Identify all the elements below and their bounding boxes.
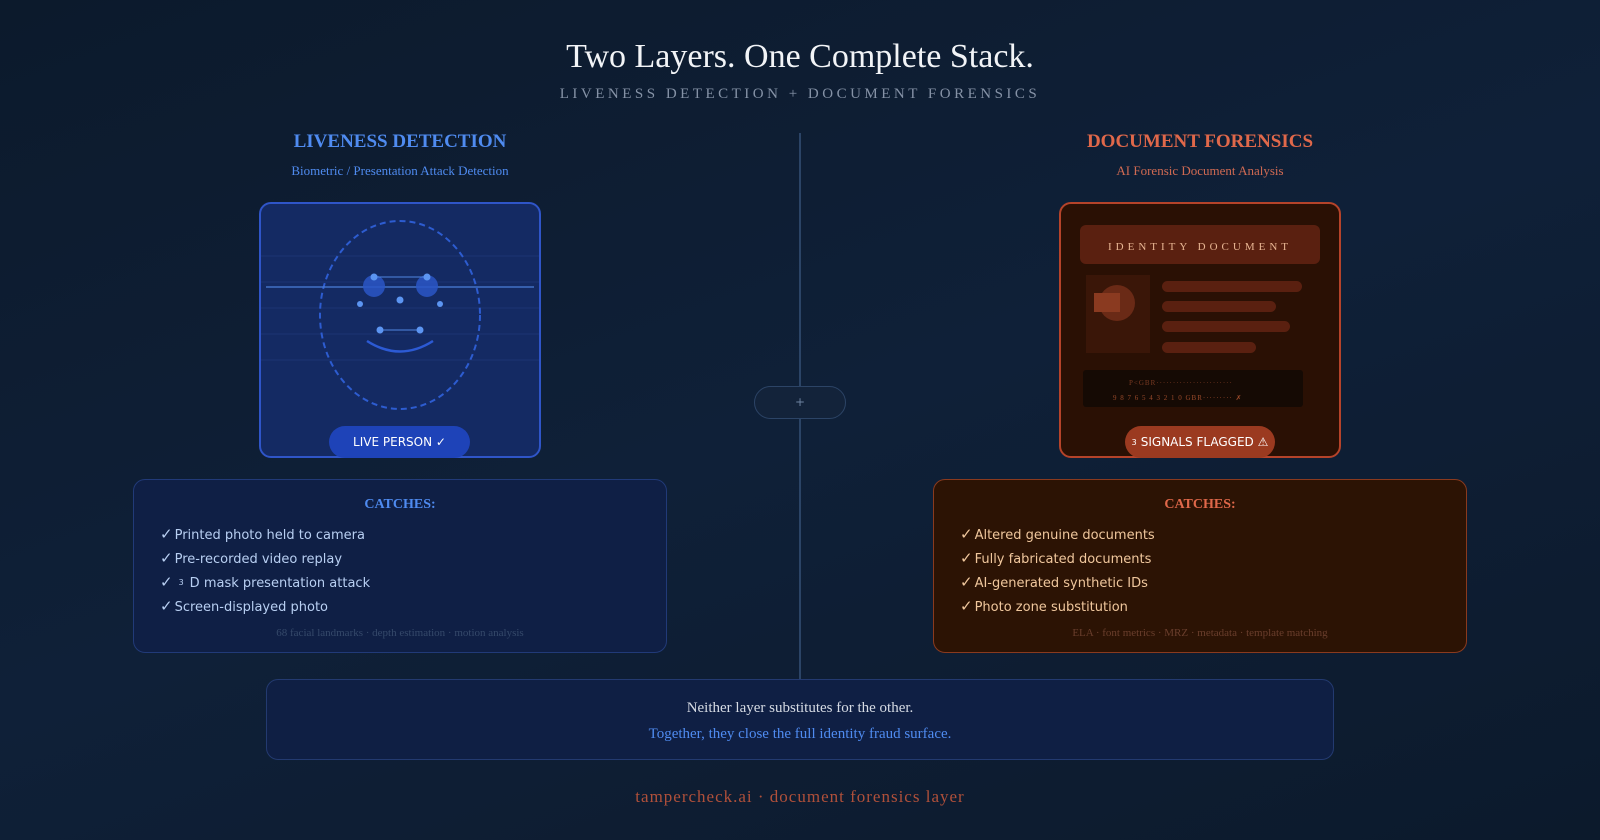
list-item: ✓Photo zone substitution [960, 597, 1128, 615]
check-icon: ✓ [960, 549, 973, 567]
page-subtitle: LIVENESS DETECTION + DOCUMENT FORENSICS [559, 86, 1041, 102]
check-icon: ✓ [160, 597, 173, 615]
mrz-line-2: 9 8 7 6 5 4 3 2 1 0 GBR········· ✗ [1113, 394, 1243, 402]
page-title: Two Layers. One Complete Stack. [566, 38, 1034, 75]
list-item: ✓Altered genuine documents [960, 525, 1155, 543]
check-icon: ✓ [960, 573, 973, 591]
liveness-catches-list: ✓Printed photo held to camera ✓Pre-recor… [160, 522, 370, 618]
face-outline [319, 220, 481, 410]
summary-box: Neither layer substitutes for the other.… [266, 679, 1334, 760]
id-document-icon: IDENTITY DOCUMENT P<GBR·················… [1080, 225, 1320, 407]
forensics-subtitle: AI Forensic Document Analysis [1116, 163, 1284, 178]
mrz-zone [1083, 370, 1303, 407]
list-item: ✓Pre-recorded video replay [160, 549, 343, 567]
liveness-catches-heading: CATCHES: [364, 497, 436, 512]
check-icon: ✓ [960, 597, 973, 615]
check-icon: ✓ [160, 525, 173, 543]
facial-landmarks [357, 273, 443, 334]
forensics-footnote: ELA · font metrics · MRZ · metadata · te… [1072, 627, 1328, 639]
forensics-title: DOCUMENT FORENSICS [1086, 131, 1314, 152]
mrz-line-1: P<GBR······················· [1129, 379, 1233, 387]
summary-line-1: Neither layer substitutes for the other. [686, 700, 914, 716]
liveness-subtitle: Biometric / Presentation Attack Detectio… [291, 163, 509, 178]
liveness-catches-box: CATCHES: ✓Printed photo held to camera ✓… [133, 479, 667, 653]
forensics-catches-list: ✓Altered genuine documents ✓Fully fabric… [960, 522, 1155, 618]
liveness-visual-card [259, 202, 541, 458]
doc-header-label: IDENTITY DOCUMENT [1108, 241, 1292, 253]
substituted-patch [1094, 293, 1120, 312]
live-person-badge: LIVE PERSON ✓ [329, 426, 470, 458]
doc-header-bar [1080, 225, 1320, 264]
liveness-title: LIVENESS DETECTION [293, 131, 507, 152]
face-scan-icon [261, 220, 539, 410]
forensics-visual-card: IDENTITY DOCUMENT P<GBR·················… [1059, 202, 1341, 458]
check-icon: ✓ [160, 573, 173, 591]
signals-flagged-label: SIGNALS FLAGGED ⚠ [1140, 435, 1269, 449]
forensics-catches-heading: CATCHES: [1164, 497, 1236, 512]
list-item: ✓AI-generated synthetic IDs [960, 573, 1148, 591]
forensics-catches-box: CATCHES: ✓Altered genuine documents ✓Ful… [933, 479, 1467, 653]
check-icon: ✓ [160, 549, 173, 567]
list-item: ✓Screen-displayed photo [160, 597, 329, 615]
signals-count: 3 [1131, 438, 1137, 447]
footer-credit: tampercheck.ai · document forensics laye… [635, 787, 965, 806]
plus-connector: + [754, 386, 846, 419]
summary-line-2: Together, they close the full identity f… [648, 726, 952, 742]
check-icon: ✓ [960, 525, 973, 543]
list-item: ✓Printed photo held to camera [160, 525, 365, 543]
list-item: ✓Fully fabricated documents [960, 549, 1152, 567]
liveness-footnote: 68 facial landmarks · depth estimation ·… [276, 627, 524, 639]
